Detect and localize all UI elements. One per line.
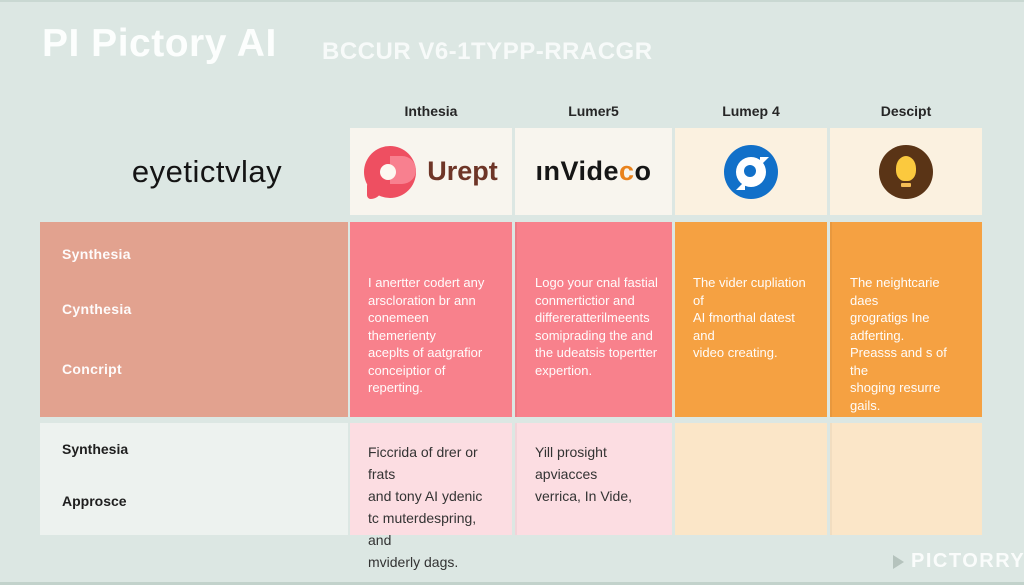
feature-row-label-column: Synthesia Cynthesia Concript — [40, 222, 348, 417]
feature-label-cynthesia: Cynthesia — [62, 301, 132, 317]
lightbulb-glass-shape — [896, 155, 916, 181]
invideco-part-c-accent: c — [619, 156, 635, 186]
approach-label-synthesia: Synthesia — [62, 441, 129, 457]
approach-cell-lumep4 — [675, 423, 827, 535]
invideco-part-o: o — [634, 156, 652, 186]
approach-cell-lumer5: Yill prosight apviacces verrica, In Vide… — [515, 423, 672, 535]
logo-cell-bulb — [830, 128, 982, 215]
chat-bubble-dot-shape — [744, 164, 756, 177]
invideco-wordmark: ınVideco — [535, 156, 651, 187]
feature-label-concript: Concript — [62, 361, 122, 377]
lightbulb-icon — [879, 144, 933, 199]
footer-brand-text: PICTORRY — [911, 550, 1024, 572]
feature-cell-inthesia: I anertter codert any arscloration br an… — [350, 222, 512, 417]
approach-row-label-column: Synthesia Approsce — [40, 423, 348, 535]
urept-hole-shape — [380, 163, 397, 180]
top-edge-strip — [0, 0, 1024, 2]
feature-cell-lumer5: Logo your cnal fastial conmertictior and… — [515, 222, 672, 417]
logo-cell-chat — [675, 128, 827, 215]
approach-cell-descipt — [830, 423, 982, 535]
feature-cell-descipt: The neightcarie daes grogratigs Ine adfe… — [830, 222, 982, 417]
chat-bubble-tab-top-shape — [760, 156, 769, 166]
footer-brand: PICTORRY — [893, 550, 1024, 573]
invideco-part-vide: Vide — [560, 156, 619, 186]
logo-row-label: eyetictvlay — [131, 153, 283, 189]
column-header-lumep4: Lumep 4 — [722, 103, 780, 119]
invideco-part-in: ın — [535, 156, 561, 186]
column-header-descipt: Descipt — [880, 103, 932, 119]
column-header-lumer5: Lumer5 — [568, 103, 619, 119]
logo-cell-urept: Urept — [350, 128, 512, 215]
bottom-edge-strip — [0, 582, 1024, 585]
chat-bubble-icon — [724, 144, 778, 199]
urept-aperture-icon — [364, 145, 417, 199]
feature-label-synthesia: Synthesia — [62, 246, 131, 262]
page-subtitle: BCCUR V6-1TYPP-RRACGR — [322, 38, 653, 65]
approach-label-approsce: Approsce — [62, 493, 127, 509]
play-triangle-icon — [893, 554, 904, 569]
page-title: PI Pictory AI — [42, 22, 277, 65]
urept-wordmark: Urept — [427, 156, 498, 186]
feature-cell-lumep4: The vider cupliation of AI fmorthal date… — [675, 222, 827, 417]
lightbulb-base-shape — [901, 182, 911, 187]
chat-bubble-tab-bottom-shape — [736, 180, 745, 190]
urept-tail-shape — [367, 183, 383, 199]
logo-cell-invideco: ınVideco — [515, 128, 672, 215]
column-header-inthesia: Inthesia — [404, 103, 458, 119]
approach-cell-inthesia: Ficcrida of drer or frats and tony AI yd… — [350, 423, 512, 570]
